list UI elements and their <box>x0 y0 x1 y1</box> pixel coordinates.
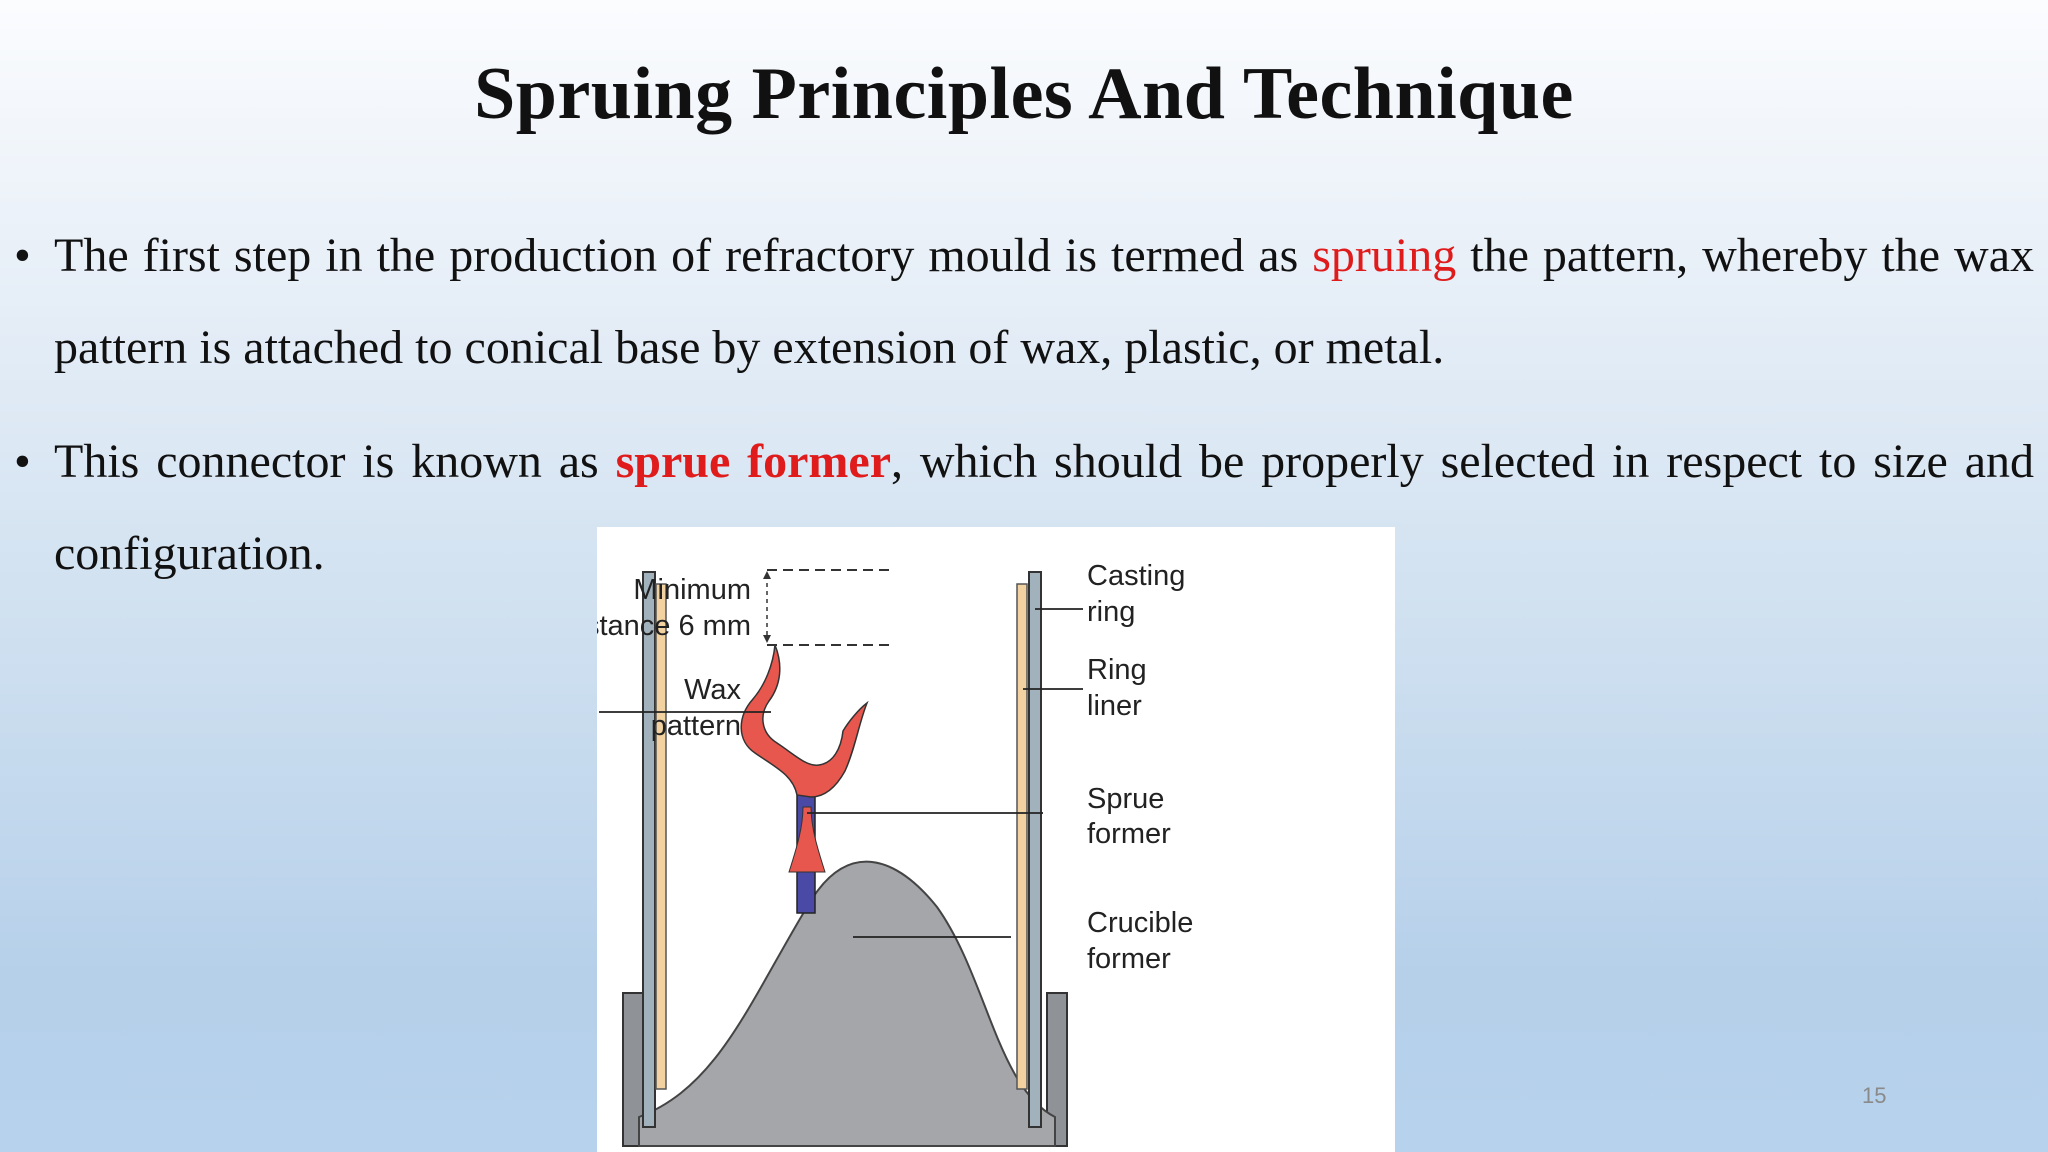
label-crucible-former-line2: former <box>1087 943 1171 975</box>
bullet-item-spruing: • The first step in the production of ref… <box>14 210 2034 394</box>
bullet-text-end: the pattern, whereby the wax pattern is … <box>54 229 2034 374</box>
bullet-text-start: This connector is known as <box>54 435 616 488</box>
ring-liner-right <box>1016 583 1028 1090</box>
bullet-list: • The first step in the production of ref… <box>14 210 2034 622</box>
label-wax-pattern-line2: pattern <box>651 710 741 742</box>
label-min-distance-line2: distance 6 mm <box>597 610 751 642</box>
sprue-flare <box>788 806 826 873</box>
label-wax-pattern-line1: Wax <box>684 674 741 706</box>
label-ring-liner-line1: Ring <box>1087 654 1147 686</box>
spruing-diagram-svg: KS Minimum distance 6 mm Wax pattern Cas… <box>597 560 1193 1147</box>
spruing-diagram: KS Minimum distance 6 mm Wax pattern Cas… <box>597 527 1395 1152</box>
bullet-marker: • <box>14 229 31 282</box>
label-min-distance-line1: Minimum <box>633 574 751 606</box>
bullet-item-sprue-former: • This connector is known as sprue former… <box>14 416 2034 600</box>
ring-liner-left <box>655 583 667 1090</box>
casting-ring-right <box>1028 571 1042 1128</box>
label-casting-ring-line2: ring <box>1087 596 1135 628</box>
crucible-former-shape <box>638 860 1056 1147</box>
min-distance-arrowhead-up <box>763 571 771 579</box>
label-ring-liner-line2: liner <box>1087 690 1142 722</box>
min-distance-arrowhead-down <box>763 635 771 643</box>
slide-title: Spruing Principles And Technique <box>474 53 1574 135</box>
casting-ring-left <box>642 571 656 1128</box>
wax-pattern-shape <box>740 644 869 798</box>
label-crucible-former-line1: Crucible <box>1087 907 1193 939</box>
label-sprue-former-line1: Sprue <box>1087 783 1164 815</box>
label-casting-ring-line1: Casting <box>1087 560 1185 592</box>
highlight-term-sprue-former: sprue former <box>615 435 892 488</box>
label-sprue-former-line2: former <box>1087 818 1171 850</box>
slide-number: 15 <box>1862 1083 1887 1108</box>
highlight-term-spruing: spruing <box>1312 229 1457 282</box>
bullet-text-start: The first step in the production of refr… <box>54 229 1313 282</box>
bullet-text-end: , which should be properly selected in r… <box>54 435 2035 580</box>
bullet-marker: • <box>14 435 31 488</box>
